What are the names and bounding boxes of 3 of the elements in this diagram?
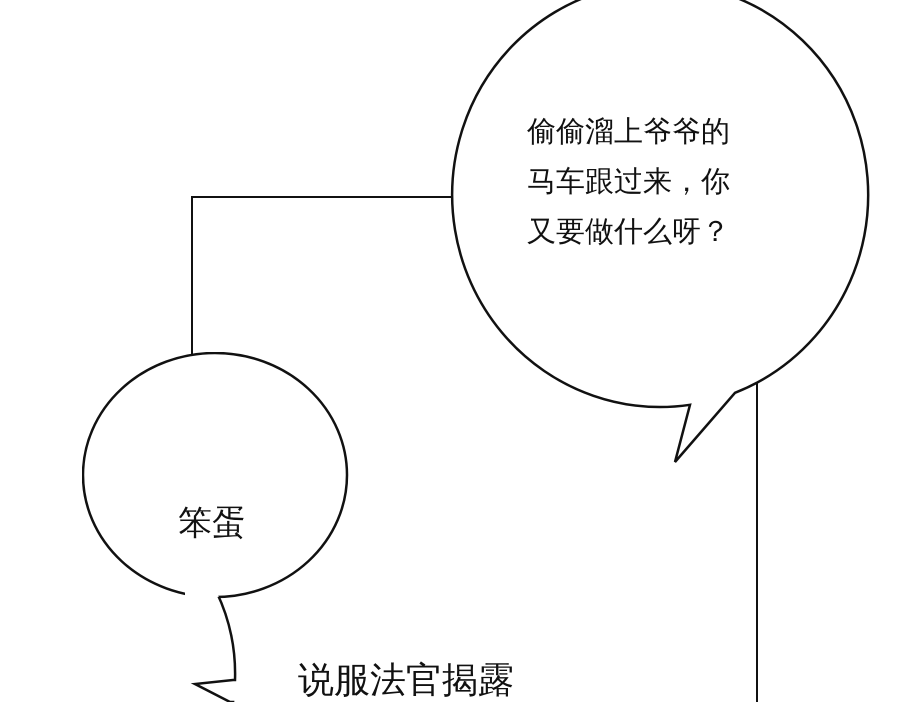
- dialogue-text: 笨蛋: [178, 503, 246, 543]
- dialogue-text: 说服法官揭露: [298, 660, 514, 702]
- dialogue-text: 偷偷溜上爷爷的马车跟过来，你又要做什么呀？: [527, 113, 730, 250]
